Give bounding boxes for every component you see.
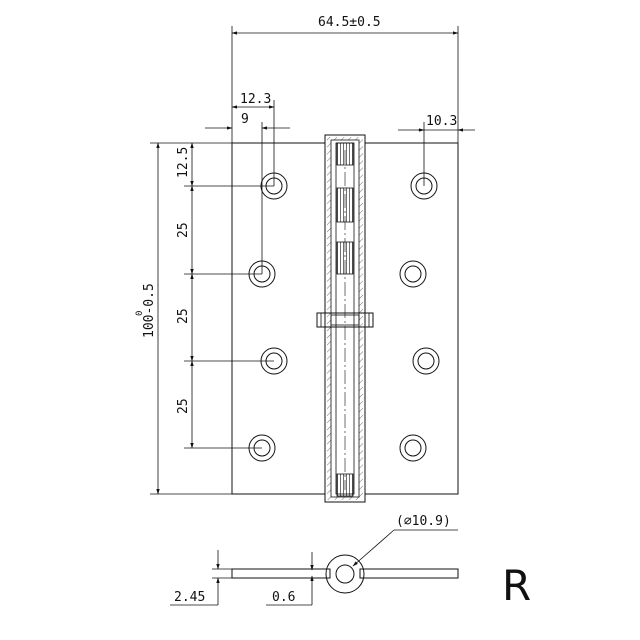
hand-label: R: [502, 561, 531, 610]
hole-offset-left-label: 12.3: [240, 92, 271, 107]
dim-overall-height: 0 100-0.5: [135, 142, 160, 495]
screw-holes-right: [399, 172, 440, 462]
diameter-label: (⌀10.9): [396, 514, 451, 529]
height-upper-tolerance-label: 0: [135, 311, 145, 316]
overall-width-label: 64.5±0.5: [318, 15, 381, 30]
spacing-1-label: 25: [176, 222, 191, 238]
leaf-thickness-label: 2.45: [174, 590, 205, 605]
height-label: 100-0.5: [142, 283, 157, 338]
dim-diameter: (⌀10.9): [352, 514, 458, 567]
hinge-knuckle: [316, 134, 374, 503]
dim-overall-width: 64.5±0.5: [231, 15, 459, 143]
gap-label: 0.6: [272, 590, 295, 605]
dim-hole-inset: 9: [205, 112, 290, 274]
dim-vertical-chain: 12.5 25 25 25: [176, 142, 194, 449]
dim-hole-offset-left: 12.3: [231, 92, 275, 186]
screw-holes-left: [248, 172, 288, 462]
hinge-side-view: [231, 554, 459, 594]
screw-hole: [399, 260, 427, 288]
left-leaf: [231, 142, 325, 495]
dim-hole-offset-right: 10.3: [398, 114, 475, 186]
hole-inset-label: 9: [241, 112, 249, 127]
screw-hole: [399, 434, 427, 462]
screw-hole: [412, 347, 440, 375]
top-spacing-label: 12.5: [176, 147, 191, 178]
right-leaf: [365, 142, 459, 495]
spacing-2-label: 25: [176, 308, 191, 324]
hole-extension-lines: [150, 142, 274, 495]
spacing-3-label: 25: [176, 398, 191, 414]
dim-gap: 0.6: [266, 552, 314, 606]
hole-offset-right-label: 10.3: [426, 114, 457, 129]
dim-leaf-thickness: 2.45: [170, 550, 232, 606]
